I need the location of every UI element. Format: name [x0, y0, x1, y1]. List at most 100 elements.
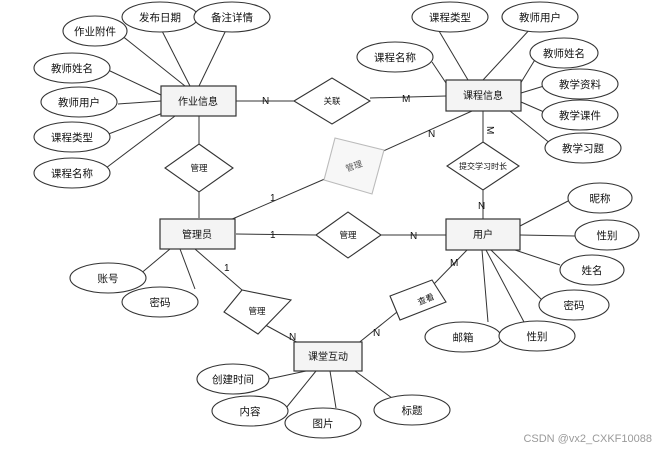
svg-text:密码: 密码	[150, 296, 171, 309]
cardinalities: N M N 1 M N 1 N 1 N M N	[224, 94, 495, 343]
svg-text:性别: 性别	[597, 229, 618, 242]
attributes-user: 昵称 性别 姓名 密码 邮箱 性别	[424, 182, 640, 353]
svg-text:作业附件: 作业附件	[74, 25, 116, 38]
card-admin-user-user: N	[410, 231, 417, 242]
svg-text:图片: 图片	[313, 417, 334, 430]
svg-text:管理: 管理	[190, 163, 208, 173]
svg-text:课程类型: 课程类型	[429, 11, 471, 24]
edge-user-email	[481, 249, 489, 323]
svg-text:性别: 性别	[527, 330, 548, 343]
attr-course-name: 课程名称	[356, 41, 434, 73]
card-admin-class-admin: 1	[224, 263, 230, 274]
attr-assignment-remarks: 备注详情	[193, 1, 271, 33]
svg-text:作业信息: 作业信息	[178, 95, 218, 108]
entity-classroom: 课堂互动	[293, 341, 363, 372]
attr-classroom-title: 标题	[373, 394, 451, 426]
card-assoc-left: N	[262, 96, 269, 107]
attr-classroom-content: 内容	[211, 395, 289, 427]
relationships: 关联 管理 管理 提交学习时长 管理 管理 查看	[164, 77, 520, 335]
edge-classroom-image	[329, 370, 337, 409]
edge-course-materials	[520, 85, 545, 94]
svg-text:教学课件: 教学课件	[559, 109, 601, 122]
svg-text:关联: 关联	[323, 96, 341, 106]
attr-course-teacher-user: 教师用户	[501, 1, 579, 33]
attr-assignment-course-name: 课程名称	[33, 157, 111, 189]
watermark: CSDN @vx2_CXKF10088	[523, 433, 652, 445]
attr-user-nickname: 昵称	[567, 182, 633, 214]
svg-text:课程名称: 课程名称	[51, 167, 93, 180]
svg-text:备注详情: 备注详情	[211, 11, 253, 24]
svg-text:课程信息: 课程信息	[463, 89, 503, 102]
svg-text:昵称: 昵称	[590, 192, 611, 205]
svg-text:用户: 用户	[473, 228, 493, 241]
attr-user-email: 邮箱	[424, 321, 502, 353]
edge-course-name	[431, 61, 449, 87]
svg-text:标题: 标题	[402, 405, 423, 417]
attr-assignment-teacher-user: 教师用户	[40, 86, 118, 118]
rel-manage-assignment: 管理	[164, 143, 234, 193]
svg-text:管理: 管理	[339, 230, 357, 240]
edge-course-teacher-user	[482, 26, 533, 81]
edge-user-nickname	[519, 199, 571, 227]
attr-classroom-created: 创建时间	[196, 363, 270, 395]
card-course-user-user: N	[478, 201, 485, 212]
edge-user-gender-1	[519, 234, 576, 237]
svg-text:姓名: 姓名	[582, 264, 603, 277]
entity-admin: 管理员	[159, 218, 236, 250]
edge-classroom-created	[263, 370, 307, 381]
rel-manage-course: 管理	[323, 137, 385, 195]
card-admin-user-admin: 1	[270, 230, 276, 241]
attr-user-password: 密码	[538, 289, 610, 321]
attr-admin-account: 账号	[69, 262, 147, 294]
attr-course-slides: 教学课件	[541, 99, 619, 131]
edge-assignment-attachment	[115, 30, 186, 87]
attributes-assignment: 作业附件 发布日期 备注详情 教师姓名 教师用户 课程类型 课程名称	[33, 1, 271, 189]
edge-manage-course-course	[380, 110, 473, 153]
entity-user: 用户	[445, 218, 521, 251]
svg-text:课程类型: 课程类型	[51, 131, 93, 144]
edge-classroom-content	[285, 370, 317, 409]
entities: 作业信息 课程信息 管理员 用户 课堂互动	[159, 79, 522, 372]
svg-text:提交学习时长: 提交学习时长	[459, 161, 507, 171]
entity-assignment: 作业信息	[160, 85, 237, 117]
edge-user-gender-2	[485, 249, 525, 323]
attr-user-gender-2: 性别	[498, 320, 576, 352]
edge-assignment-teacher-user	[117, 100, 162, 105]
svg-text:教师姓名: 教师姓名	[51, 62, 93, 75]
attr-course-type: 课程类型	[411, 1, 489, 33]
edge-assignment-course-type	[105, 112, 164, 136]
rel-assoc: 关联	[292, 77, 372, 125]
rel-manage-user: 管理	[315, 211, 382, 259]
edge-assoc-course	[369, 95, 447, 99]
attr-admin-password: 密码	[121, 286, 199, 318]
svg-text:教师用户: 教师用户	[58, 96, 100, 109]
attr-user-name: 姓名	[559, 254, 625, 286]
card-course-admin-course: N	[428, 129, 435, 140]
attr-course-exercises: 教学习题	[544, 132, 622, 164]
edge-user-name	[511, 248, 561, 266]
svg-text:密码: 密码	[564, 299, 585, 312]
edge-assignment-remarks	[198, 27, 228, 87]
attr-assignment-teacher-name: 教师姓名	[33, 52, 111, 84]
card-view-user: M	[450, 258, 458, 269]
edge-manage-user-admin	[235, 233, 317, 236]
edge-course-type	[438, 30, 469, 81]
edge-manage-class-admin	[194, 248, 243, 291]
svg-text:内容: 内容	[240, 405, 261, 418]
rel-view: 查看	[389, 279, 447, 321]
svg-text:管理员: 管理员	[182, 228, 212, 241]
edge-course-exercises	[509, 110, 552, 145]
attr-assignment-attachment: 作业附件	[62, 15, 128, 47]
svg-text:教师用户: 教师用户	[519, 11, 561, 24]
edge-assignment-teacher-name	[107, 69, 162, 96]
attr-assignment-course-type: 课程类型	[33, 121, 111, 153]
card-assoc-right: M	[402, 94, 410, 105]
svg-text:管理: 管理	[248, 306, 266, 316]
attr-classroom-image: 图片	[284, 407, 362, 439]
entity-course: 课程信息	[445, 79, 522, 112]
edge-user-password	[490, 249, 543, 301]
svg-text:教学资料: 教学资料	[559, 78, 601, 91]
edge-admin-account	[138, 248, 171, 276]
edge-view-class	[355, 311, 398, 346]
card-view-class: N	[373, 328, 380, 339]
